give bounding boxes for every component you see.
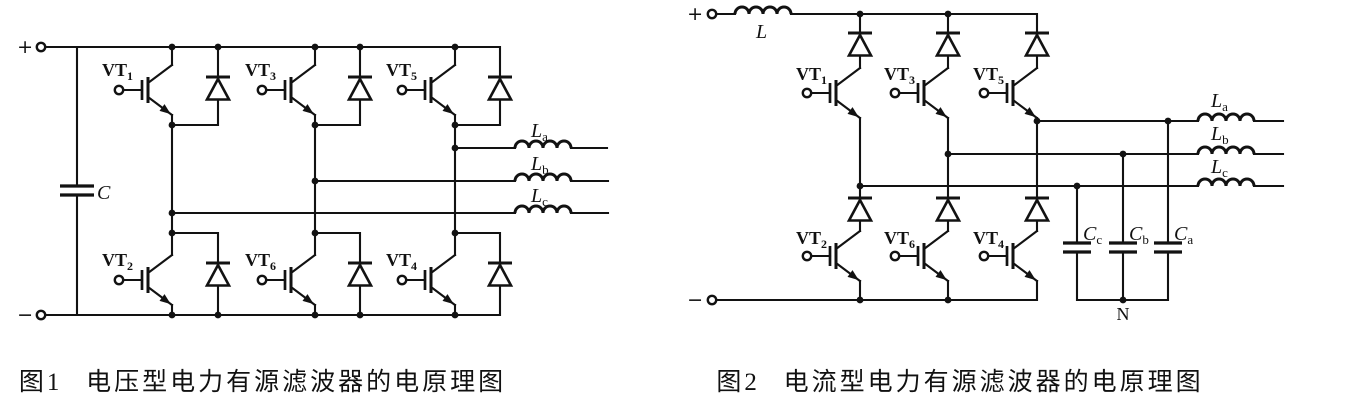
label-vt5: VT5	[973, 64, 1004, 87]
diode-icon	[1023, 196, 1051, 223]
label-dc-inductor: L	[755, 21, 767, 43]
diode-icon	[204, 75, 232, 102]
label-vt2: VT2	[102, 250, 133, 273]
label-vt5: VT5	[386, 60, 417, 83]
label-vt4: VT4	[973, 228, 1004, 251]
figure2-current-type-circuit: + − L VT1 VT3 VT5 VT2 VT6 VT4 La Lb Lc C…	[687, 3, 1285, 324]
label-vt2: VT2	[796, 228, 827, 251]
label-dc-capacitor: C	[97, 182, 111, 204]
figure1-caption-number: 图1	[18, 369, 63, 396]
figure2-wires	[714, 12, 1285, 302]
label-lb: Lb	[530, 153, 549, 177]
label-lc: Lc	[1210, 156, 1228, 180]
label-vt4: VT4	[386, 250, 417, 273]
figure2-caption: 图2 电流型电力有源滤波器的电原理图	[700, 363, 1220, 397]
figure1-caption-text: 电压型电力有源滤波器的电原理图	[86, 369, 507, 396]
diode-icon	[934, 31, 962, 58]
label-cb: Cb	[1129, 223, 1149, 247]
diode-icon	[846, 31, 874, 58]
label-vt3: VT3	[245, 60, 276, 83]
capacitor-icon	[58, 184, 96, 197]
label-vt1: VT1	[102, 60, 133, 83]
inductor-coil-icon	[1196, 177, 1256, 188]
diode-icon	[486, 261, 514, 288]
label-lb: Lb	[1210, 123, 1229, 147]
label-vt6: VT6	[245, 250, 276, 273]
minus-terminal-label: −	[687, 289, 703, 311]
plus-terminal-circle	[35, 41, 47, 53]
label-la: La	[1210, 90, 1228, 114]
diode-icon	[846, 196, 874, 223]
diode-icon	[1023, 31, 1051, 58]
dc-inductor-coil-icon	[733, 5, 793, 16]
minus-terminal-label: −	[17, 304, 33, 326]
diode-icon	[486, 75, 514, 102]
figure2-caption-number: 图2	[716, 369, 760, 396]
label-la: La	[530, 120, 548, 144]
figure1-voltage-type-circuit: + − C VT1 VT3 VT5 VT2 VT6 VT4 La Lb Lc	[17, 36, 610, 326]
diode-icon	[346, 75, 374, 102]
junction-dots	[168, 43, 459, 319]
inductor-coil-icon	[1196, 112, 1256, 123]
label-vt3: VT3	[884, 64, 915, 87]
diode-icon	[346, 261, 374, 288]
plus-terminal-label: +	[687, 3, 703, 25]
diode-icon	[204, 261, 232, 288]
inductor-coil-icon	[1196, 145, 1256, 156]
diode-icon	[934, 196, 962, 223]
label-lc: Lc	[530, 185, 548, 209]
label-cc: Cc	[1083, 223, 1102, 247]
label-vt6: VT6	[884, 228, 915, 251]
figure1-wires	[43, 45, 610, 317]
label-ca: Ca	[1174, 223, 1193, 247]
label-vt1: VT1	[796, 64, 827, 87]
plus-terminal-label: +	[17, 36, 33, 58]
minus-terminal-circle	[706, 294, 718, 306]
circuit-canvas: + − C VT1 VT3 VT5 VT2 VT6 VT4 La Lb Lc	[17, 3, 1285, 326]
label-neutral: N	[1117, 304, 1130, 324]
figure1-caption: 图1 电压型电力有源滤波器的电原理图	[0, 363, 525, 397]
figure2-caption-text: 电流型电力有源滤波器的电原理图	[783, 369, 1204, 396]
junction-dots	[856, 10, 1172, 304]
plus-terminal-circle	[706, 8, 718, 20]
minus-terminal-circle	[35, 309, 47, 321]
